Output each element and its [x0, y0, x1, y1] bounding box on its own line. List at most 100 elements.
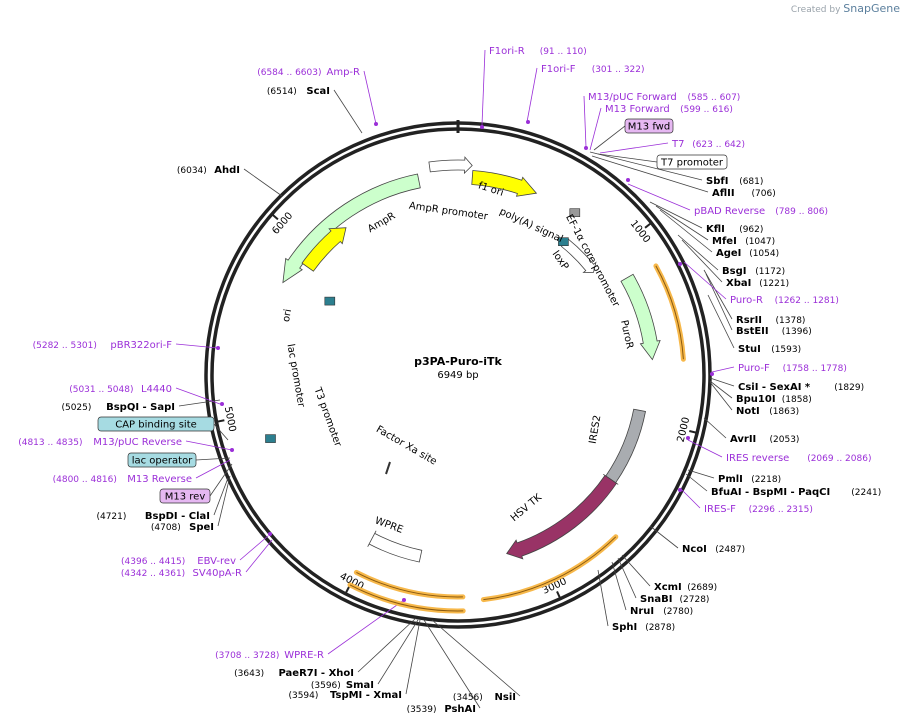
enzyme-site-16: PmlI(2218): [718, 474, 781, 485]
orf-core-2: [356, 571, 463, 598]
enzyme-position: (2241): [851, 488, 881, 498]
enzyme-position: (5025): [61, 403, 91, 413]
enzyme-site-2: SbfI(681): [706, 176, 763, 187]
leader-line: [589, 151, 703, 181]
leader-line: [357, 617, 417, 673]
leader-line: [627, 183, 691, 211]
primer-mark-2: [584, 146, 588, 150]
feature-label-8: HSV TK: [509, 492, 544, 524]
primer-range: (1262 .. 1281): [775, 296, 839, 306]
primer-mark-11: [230, 448, 234, 452]
leader-line: [423, 619, 481, 709]
ampr-arrow: [282, 173, 421, 284]
enzyme-position: (2780): [663, 607, 693, 617]
enzyme-site-20: SnaBI(2728): [640, 594, 709, 605]
enzyme-name: TspMI - XmaI: [330, 690, 402, 701]
feature-box-bg: [127, 452, 197, 468]
enzyme-site-11: StuI(1593): [738, 344, 801, 355]
enzyme-site-9: RsrII(1378): [736, 315, 805, 326]
primer-name: WPRE-R: [284, 650, 324, 661]
primer-range: (4396 .. 4415): [121, 557, 185, 567]
primer-range: (4813 .. 4835): [18, 438, 82, 448]
primer-range: (4342 .. 4361): [121, 569, 185, 579]
brand-created-by: Created by: [790, 5, 841, 15]
leader-line: [597, 153, 658, 163]
primer-range: (2069 .. 2086): [807, 454, 871, 464]
feature-label-5: EF-1α core promoter: [563, 213, 622, 310]
feature-box-4: M13 rev: [159, 488, 211, 504]
enzyme-name: StuI: [738, 344, 761, 355]
ires2-box: [603, 408, 646, 485]
orf-core-1: [483, 536, 617, 601]
ori-arrow: [301, 227, 347, 272]
primer-site-11: pBR322ori-F(5282 .. 5301): [33, 340, 173, 351]
primer-range: (1758 .. 1778): [783, 364, 847, 374]
enzyme-site-1: AhdI (6034): [177, 165, 240, 176]
leader-line: [363, 70, 377, 125]
primer-range: (5282 .. 5301): [33, 341, 97, 351]
leader-line: [685, 473, 708, 492]
leader-line: [333, 89, 363, 134]
enzyme-name: MfeI: [712, 236, 737, 247]
site-labels: ScaI(6514)AhdI(6034)SbfI(681)AflII(706)K…: [18, 46, 881, 715]
feature-label-10: ori: [281, 308, 294, 323]
primer-name: F1ori-R: [489, 46, 525, 57]
snapgene-logo: SnapGene: [843, 2, 900, 15]
primer-range: (301 .. 322): [592, 65, 645, 75]
feature-label-9: WPRE: [373, 515, 404, 535]
leader-line: [209, 463, 233, 497]
leader-line: [599, 142, 669, 154]
leader-line: [195, 459, 231, 479]
enzyme-name: XbaI: [726, 278, 751, 289]
primer-name: L4440: [141, 384, 172, 395]
feature-label-7: IRES2: [588, 414, 604, 444]
primer-mark-6: [686, 436, 690, 440]
primer-range: (6584 .. 6603): [257, 68, 321, 78]
enzyme-name: KflI: [706, 224, 725, 235]
enzyme-site-10: BstEII(1396): [736, 326, 812, 337]
primer-name: M13/pUC Reverse: [93, 437, 182, 448]
leader-line: [245, 539, 273, 573]
enzyme-position: (3596): [311, 681, 341, 691]
leader-line: [377, 619, 419, 685]
enzyme-name: PmlI: [718, 474, 743, 485]
loxp-marker-2: [324, 296, 336, 306]
enzyme-name: SphI: [612, 622, 637, 633]
enzyme-name: AhdI: [214, 165, 240, 176]
leader-line: [195, 457, 231, 461]
wpre-box: [367, 530, 423, 563]
enzyme-site-26: SmaI(3596): [311, 680, 374, 691]
leader-line: [709, 381, 733, 411]
tick-mark-4000: [344, 586, 351, 595]
orf-core-0: [655, 265, 684, 360]
plasmid-size: 6949 bp: [437, 370, 478, 381]
enzyme-site-29: SpeI(4708): [151, 522, 214, 533]
leader-line: [687, 439, 723, 458]
primer-site-1: F1ori-F (301 .. 322): [541, 64, 645, 75]
primer-mark-7: [678, 488, 682, 492]
enzyme-name: ScaI: [306, 86, 330, 97]
feature-box-bg: [97, 416, 215, 432]
primer-name: Puro-F: [738, 363, 770, 374]
primer-site-7: Puro-F (1758 .. 1778): [738, 363, 847, 374]
primer-site-0: F1ori-R(91 .. 110): [489, 46, 587, 57]
primer-mark-5: [710, 372, 714, 376]
primer-range: (3708 .. 3728): [215, 651, 279, 661]
leader-line: [707, 294, 735, 349]
feature-box-bg: [624, 118, 674, 134]
enzyme-name: PaeR7I - XhoI: [278, 668, 354, 679]
enzyme-site-17: BfuAI - BspMI - PaqCI(2241): [711, 487, 881, 498]
label-leaders: [175, 49, 735, 709]
enzyme-position: (681): [739, 177, 763, 187]
enzyme-site-24: PshAI(3539): [407, 704, 476, 715]
enzyme-position: (4708): [151, 523, 181, 533]
enzyme-position: (1858): [782, 395, 812, 405]
primer-name: F1ori-F: [541, 64, 576, 75]
enzyme-site-22: SphI(2878): [612, 622, 675, 633]
enzyme-position: (6034): [177, 166, 207, 176]
primer-site-9: IRES-F(2296 .. 2315): [704, 504, 813, 515]
puror-arrow: [620, 273, 661, 361]
primer-range: (4800 .. 4816): [53, 475, 117, 485]
enzyme-position: (1172): [755, 267, 785, 277]
enzyme-position: (962): [739, 225, 763, 235]
